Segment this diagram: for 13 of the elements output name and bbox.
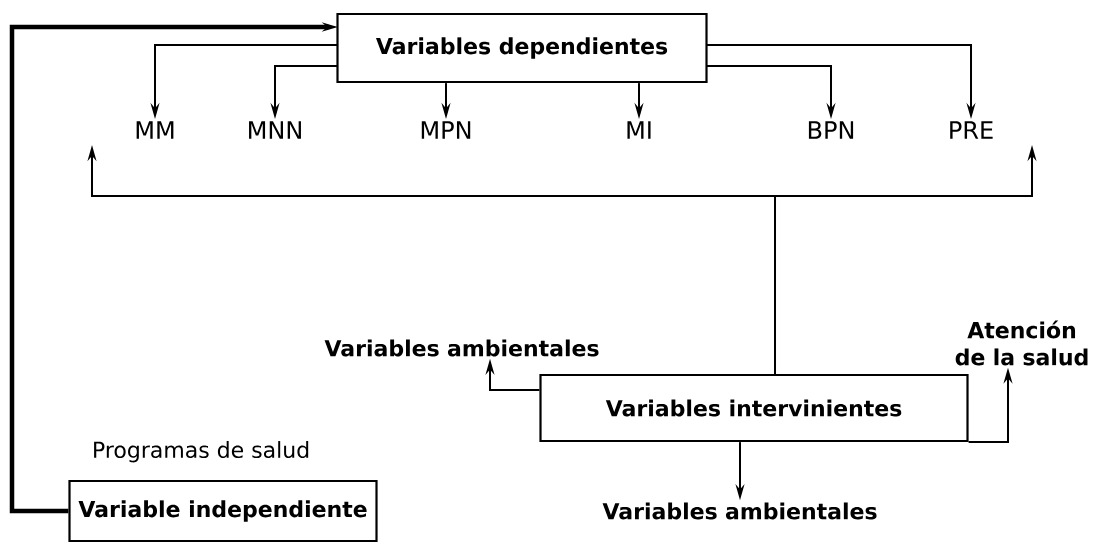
variable-label: MPN [421, 121, 471, 139]
variable-box: Variables intervinientes [539, 373, 969, 443]
variable-box: Variables dependientes [336, 12, 708, 84]
variable-label: Variables ambientales [602, 502, 877, 520]
variable-box: Variable independiente [68, 479, 378, 543]
variable-label: Atención de la salud [955, 320, 1088, 366]
variable-label: MM [136, 121, 174, 139]
variable-label: MNN [249, 121, 301, 139]
caption-text: Programas de salud [94, 441, 309, 463]
variable-label: Variables ambientales [324, 339, 599, 357]
variable-label: MI [627, 121, 651, 139]
variable-label: PRE [950, 121, 993, 139]
variable-label: BPN [808, 121, 854, 139]
